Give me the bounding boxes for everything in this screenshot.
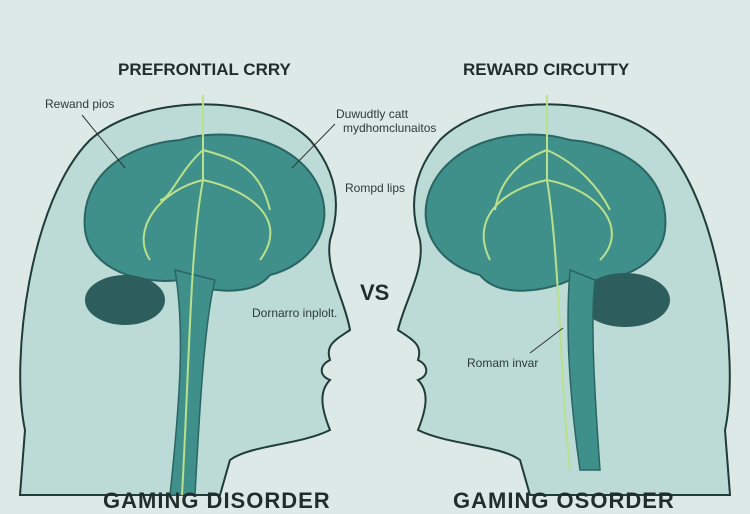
vs-label: VS [360,280,390,305]
label-duwudtly: Duwudtly catt [336,107,409,121]
leader-line [81,114,126,169]
left-bottom-title: GAMING DISORDER [103,488,331,513]
leader-line [291,123,336,169]
illustration [18,95,732,496]
right-pathway [482,95,613,471]
label-rompd-lips: Rompd lips [345,181,406,195]
right-bottom-title: GAMING OSORDER [453,488,675,513]
left-pathway [142,95,272,496]
label-dornarro: Dornarro inplolt. [252,306,338,320]
label-romam-invar: Romam invar [467,356,539,370]
right-brain [424,95,670,471]
right-cerebellum [580,273,670,327]
left-brain [83,95,326,496]
label-mydhomclunaitos: mydhomclunaitos [343,121,437,135]
leader-line [529,327,564,354]
left-cerebellum [85,275,165,325]
right-title: REWARD CIRCUTTY [463,60,630,79]
label-rewand-pios: Rewand pios [45,97,115,111]
left-title: PREFRONTIAL CRRY [118,60,291,79]
